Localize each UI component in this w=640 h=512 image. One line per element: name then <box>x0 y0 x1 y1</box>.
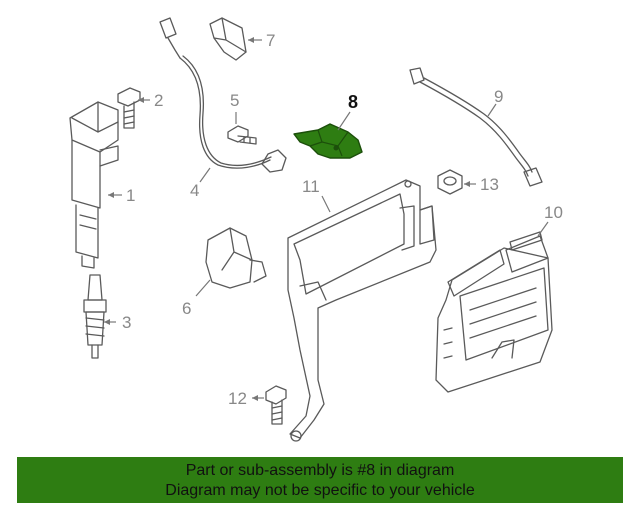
leader-arrowheads <box>104 37 470 401</box>
callout-12: 12 <box>228 389 247 408</box>
banner-line-part: Part or sub-assembly is #8 in diagram <box>185 462 455 479</box>
part-spark-plug[interactable] <box>83 274 107 359</box>
callout-8: 8 <box>348 92 358 112</box>
callout-5: 5 <box>230 91 239 110</box>
callout-9: 9 <box>494 87 503 106</box>
part-bracket-8-highlighted[interactable] <box>293 123 363 159</box>
callout-4: 4 <box>190 181 199 200</box>
part-bracket-6[interactable] <box>205 227 267 289</box>
part-info-banner: Part or sub-assembly is #8 in diagram Di… <box>17 457 623 503</box>
callout-11: 11 <box>302 177 320 196</box>
callout-3: 3 <box>122 313 131 332</box>
callout-13: 13 <box>480 175 499 194</box>
part-bracket-7[interactable] <box>209 17 247 61</box>
callout-1: 1 <box>126 186 135 205</box>
part-sensor-wire[interactable] <box>159 17 287 173</box>
parts-diagram: 1 2 3 4 5 6 <box>69 17 563 442</box>
callout-2: 2 <box>154 91 163 110</box>
part-ignition-coil[interactable] <box>69 101 119 269</box>
banner-line-disclaimer: Diagram may not be specific to your vehi… <box>165 482 475 499</box>
part-ecu-10[interactable] <box>435 231 553 393</box>
part-screw-5[interactable] <box>227 125 257 145</box>
part-harness-9[interactable] <box>409 67 543 187</box>
part-nut-13[interactable] <box>437 169 463 195</box>
callout-7: 7 <box>266 31 275 50</box>
part-mounting-plate-11[interactable] <box>287 179 437 442</box>
part-bolt-12[interactable] <box>265 385 287 425</box>
callout-10: 10 <box>544 203 563 222</box>
highlighted-part-8[interactable] <box>293 123 363 159</box>
callout-6: 6 <box>182 299 191 318</box>
part-bolt-2[interactable] <box>117 87 141 129</box>
